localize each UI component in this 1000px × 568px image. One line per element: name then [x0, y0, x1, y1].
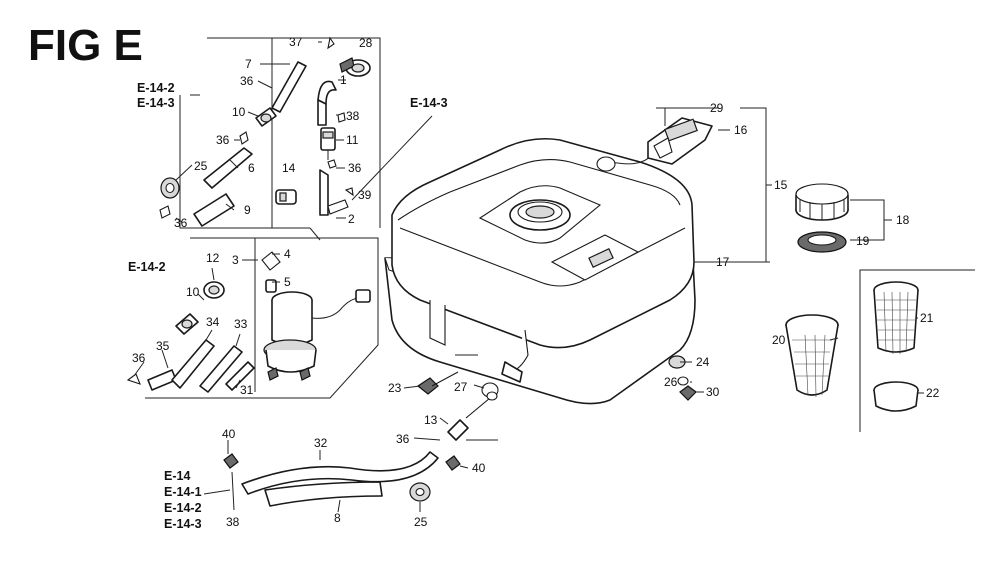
fuel-hose-32 — [241, 451, 439, 495]
callout-11: 11 — [346, 133, 359, 147]
fuel-gauge — [647, 117, 713, 165]
callout-10a: 10 — [232, 105, 246, 119]
callout-1: 1 — [340, 73, 347, 87]
callout-10b: 10 — [186, 285, 200, 299]
callout-14: 14 — [282, 161, 296, 175]
fuel-strainer-assembly — [785, 314, 839, 398]
callout-33: 33 — [234, 317, 248, 331]
fuel-tube-1 — [317, 80, 337, 105]
callout-37: 37 — [289, 35, 303, 49]
callout-30: 30 — [706, 385, 720, 399]
hose-clip-40b — [445, 455, 461, 471]
flange-bolt — [679, 385, 697, 401]
ref-label: E-14 — [164, 469, 190, 483]
callout-17: 17 — [716, 255, 730, 269]
fuel-tube-33 — [199, 345, 243, 393]
ref-label: E-14-2 — [137, 81, 175, 95]
callout-21: 21 — [920, 311, 934, 325]
fuel-filter — [320, 127, 336, 160]
leader-lines — [133, 41, 924, 513]
callout-31: 31 — [240, 383, 254, 397]
callout-36f: 36 — [396, 432, 410, 446]
callout-22: 22 — [926, 386, 940, 400]
ref-label: E-14-2 — [164, 501, 202, 515]
clip-36-mid — [126, 373, 141, 385]
drain-bolt — [416, 371, 459, 395]
fuel-tube-2 — [319, 169, 329, 216]
callout-25b: 25 — [414, 515, 428, 529]
callout-29: 29 — [710, 101, 724, 115]
callout-20: 20 — [772, 333, 786, 347]
callout-13: 13 — [424, 413, 438, 427]
fuel-tube-8 — [264, 481, 383, 507]
top-left-panel-border — [179, 37, 381, 229]
callout-23: 23 — [388, 381, 402, 395]
callout-36d: 36 — [174, 216, 188, 230]
callout-7: 7 — [245, 57, 252, 71]
callout-35: 35 — [156, 339, 170, 353]
callout-12: 12 — [206, 251, 220, 265]
hose-clamp-28 — [339, 57, 371, 77]
callout-28: 28 — [359, 36, 373, 50]
hose-clip-40a — [223, 453, 239, 469]
callout-27: 27 — [454, 380, 468, 394]
right-panel-border — [859, 269, 975, 432]
fuel-tube-6 — [203, 147, 253, 189]
callout-25a: 25 — [194, 159, 208, 173]
callout-40a: 40 — [222, 427, 236, 441]
figure-title: FIG E — [28, 21, 143, 70]
callout-8: 8 — [334, 511, 341, 525]
fuel-tube-34 — [171, 339, 215, 389]
fuel-tube-7 — [271, 61, 307, 113]
fuel-cap — [795, 183, 849, 221]
callout-26: 26 — [664, 375, 678, 389]
callout-38a: 38 — [346, 109, 360, 123]
joint-10-top — [255, 107, 277, 127]
mid-left-panel-border — [145, 237, 379, 399]
callout-36a: 36 — [240, 74, 254, 88]
strainer-ring — [873, 381, 919, 412]
ref-label: E-14-3 — [410, 96, 448, 110]
ref-label: E-14-3 — [137, 96, 175, 110]
callout-numbers: 37 28 7 1 36 10 38 36 11 6 25 14 36 39 3… — [132, 35, 940, 529]
callout-5: 5 — [284, 275, 291, 289]
callout-24: 24 — [696, 355, 710, 369]
callout-38b: 38 — [226, 515, 240, 529]
ref-label: E-14-1 — [164, 485, 202, 499]
fuel-tank — [384, 137, 696, 405]
ref-label: E-14-2 — [128, 260, 166, 274]
callout-19: 19 — [856, 234, 870, 248]
callout-32: 32 — [314, 436, 328, 450]
cap-gasket — [797, 231, 847, 253]
callout-15: 15 — [774, 178, 788, 192]
callout-4: 4 — [284, 247, 291, 261]
tube-clip-14 — [275, 189, 297, 205]
callout-36b: 36 — [216, 133, 230, 147]
callout-36c: 36 — [348, 161, 362, 175]
strainer-mesh — [873, 281, 919, 355]
callout-9: 9 — [244, 203, 251, 217]
nut — [677, 376, 689, 386]
callout-18: 18 — [896, 213, 910, 227]
callout-3: 3 — [232, 253, 239, 267]
callout-34: 34 — [206, 315, 220, 329]
fuel-tube-9 — [193, 193, 235, 227]
joint-10-mid — [175, 313, 199, 335]
fuel-pump — [261, 251, 371, 381]
callout-16: 16 — [734, 123, 748, 137]
callout-6: 6 — [248, 161, 255, 175]
joint-12 — [203, 281, 225, 299]
callout-36e: 36 — [132, 351, 146, 365]
callout-2: 2 — [348, 212, 355, 226]
callout-39: 39 — [358, 188, 372, 202]
callout-40b: 40 — [472, 461, 486, 475]
fuel-tube-31 — [225, 361, 255, 391]
ref-label: E-14-3 — [164, 517, 202, 531]
fuel-joint — [447, 391, 498, 441]
